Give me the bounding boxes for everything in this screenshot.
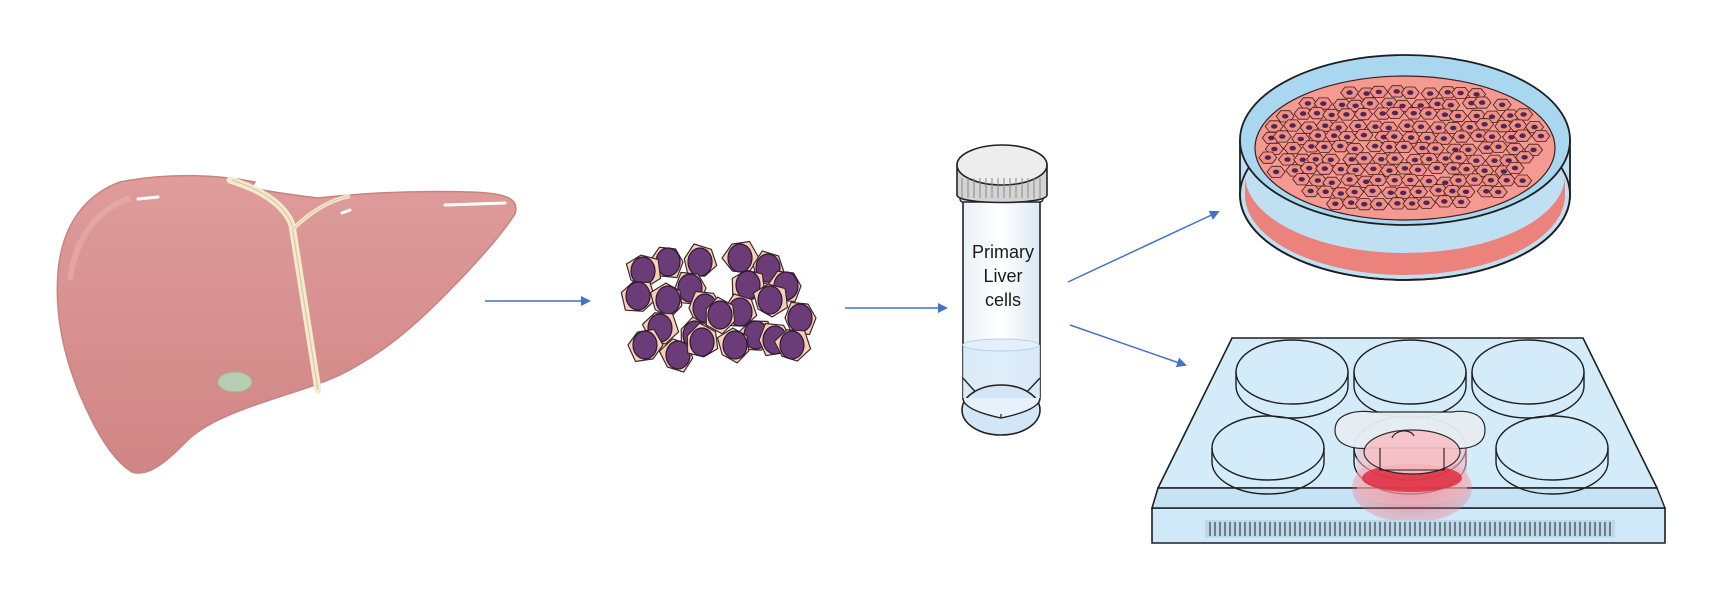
transwell-insert-icon [1334, 410, 1486, 523]
hepatocyte-nucleus [757, 285, 783, 315]
tube-label-line2: Liver [983, 266, 1023, 286]
centrifuge-tube-icon [956, 144, 1048, 436]
hepatocyte-nucleus [722, 330, 748, 360]
well-plate-icon [1151, 337, 1667, 544]
tube-label-line3: cells [984, 290, 1021, 310]
hepatocyte-nucleus [665, 340, 691, 370]
liver-icon [56, 174, 517, 474]
hepatocyte-nucleus [655, 285, 681, 315]
hepatocyte-nucleus [687, 247, 713, 277]
hepatocyte-nucleus [689, 327, 715, 357]
hepatocyte-nucleus [779, 330, 805, 360]
arrow-tube-to-plate [1069, 324, 1187, 368]
tube-label-line1: Primary [972, 242, 1034, 262]
petri-dish-icon [1239, 54, 1571, 281]
tube-label: Primary Liver cells [966, 240, 1040, 312]
hepatocyte-nucleus [632, 330, 658, 360]
hepatocyte-nucleus [787, 303, 813, 333]
hepatocyte-nucleus [630, 256, 656, 286]
hepatocyte-nucleus [625, 281, 651, 311]
hepatocyte-nucleus [707, 300, 733, 330]
arrow-tube-to-dish [1067, 210, 1220, 283]
hepatocyte-nucleus [727, 243, 753, 273]
hepatocytes-icon [620, 240, 817, 373]
